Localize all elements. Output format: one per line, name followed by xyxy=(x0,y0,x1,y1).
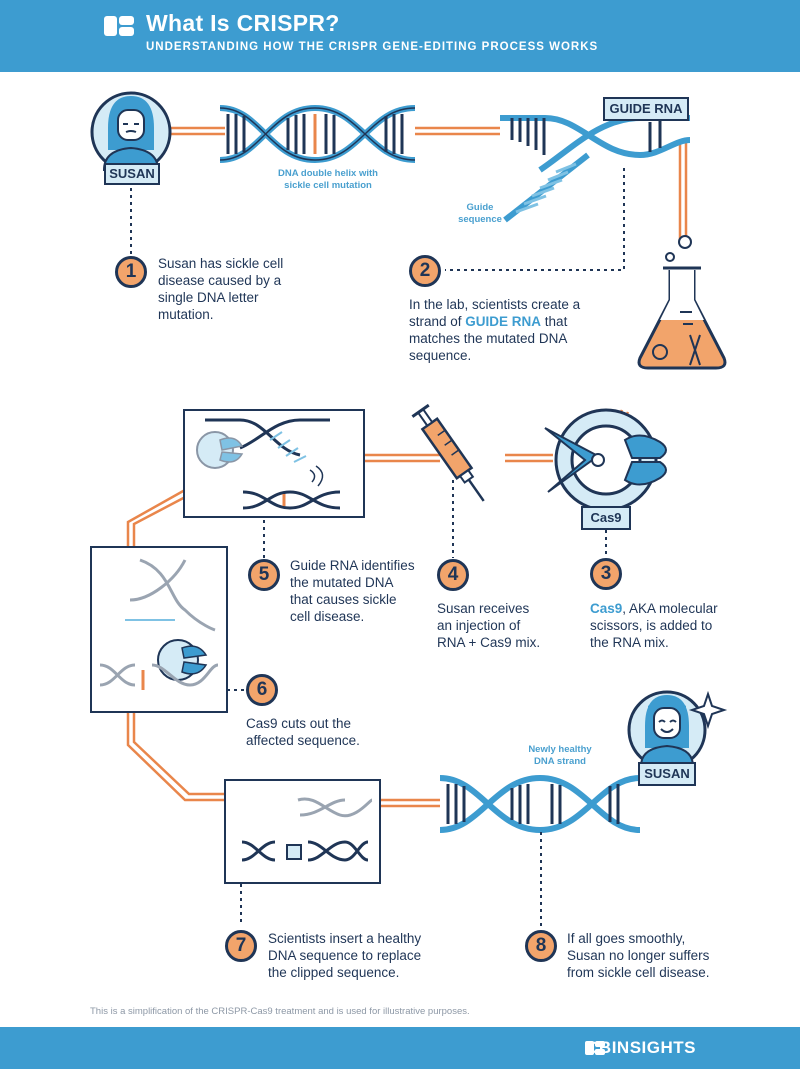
step5-illustration-box xyxy=(183,409,365,518)
cb-logo-icon xyxy=(104,16,134,36)
syringe-icon xyxy=(411,403,485,502)
healthy-dna-caption: Newly healthy DNA strand xyxy=(528,744,592,767)
susan-avatar-bottom-icon xyxy=(627,690,707,770)
step-number-2: 2 xyxy=(409,255,441,287)
step-number-3: 3 xyxy=(590,558,622,590)
susan-tag-bottom: SUSAN xyxy=(638,762,696,786)
cas9-tag: Cas9 xyxy=(581,506,631,530)
step-number-6: 6 xyxy=(246,674,278,706)
step3-text: Cas9, AKA molecular scissors, is added t… xyxy=(590,600,730,651)
step-number-7: 7 xyxy=(225,930,257,962)
step5-text: Guide RNA identifies the mutated DNA tha… xyxy=(290,558,415,624)
step3-text-post: , AKA molecular scissors, is added to th… xyxy=(590,601,718,650)
step6-illustration-box xyxy=(90,546,228,713)
guide-rna-tag: GUIDE RNA xyxy=(603,97,689,121)
step2-text-post: that matches the mutated DNA sequence. xyxy=(409,314,568,363)
footer-banner: CBINSIGHTS xyxy=(0,1027,800,1069)
header-banner: What Is CRISPR? UNDERSTANDING HOW THE CR… xyxy=(0,0,800,72)
step7-text: Scientists insert a healthy DNA sequence… xyxy=(268,931,422,980)
healthy-dna-helix-icon xyxy=(439,774,641,834)
step3-highlight: Cas9 xyxy=(590,601,623,616)
footer-brand: CBINSIGHTS xyxy=(586,1038,696,1057)
cbinsights-logo-icon xyxy=(585,1041,605,1055)
lab-flask-icon xyxy=(637,235,727,370)
page-title: What Is CRISPR? xyxy=(146,10,340,36)
step2-text: In the lab, scientists create a strand o… xyxy=(409,296,619,364)
step4-text: Susan receives an injection of RNA + Cas… xyxy=(437,601,541,650)
step7-illustration-box xyxy=(224,779,381,884)
step8-text: If all goes smoothly, Susan no longer su… xyxy=(567,931,710,980)
cas9-scissors-icon xyxy=(544,408,667,512)
step-number-8: 8 xyxy=(525,930,557,962)
step-number-1: 1 xyxy=(115,256,147,288)
dna-caption: DNA double helix with sickle cell mutati… xyxy=(278,168,378,191)
step2-highlight: GUIDE RNA xyxy=(465,314,542,329)
susan-avatar-top-icon xyxy=(90,91,172,173)
guide-sequence-caption: Guide sequence xyxy=(458,202,502,225)
dna-helix-mutation-icon xyxy=(219,104,416,164)
step6-text: Cas9 cuts out the affected sequence. xyxy=(246,716,360,748)
step-number-5: 5 xyxy=(248,559,280,591)
footnote: This is a simplification of the CRISPR-C… xyxy=(90,1006,470,1017)
step-number-4: 4 xyxy=(437,559,469,591)
guide-rna-strand-icon xyxy=(500,115,691,223)
susan-tag-top: SUSAN xyxy=(104,163,160,185)
connector-path xyxy=(126,126,688,808)
step1-text: Susan has sickle cell disease caused by … xyxy=(158,256,284,322)
page-subtitle: UNDERSTANDING HOW THE CRISPR GENE-EDITIN… xyxy=(146,41,599,53)
sparkle-icon xyxy=(688,690,728,730)
step2-text-pre: In the lab, scientists create a strand o… xyxy=(409,297,581,329)
